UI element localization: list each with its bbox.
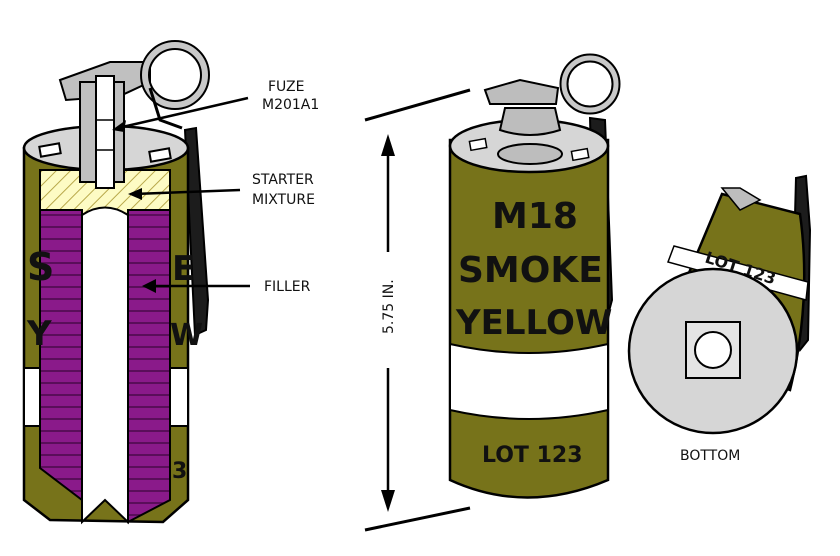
cutaway-number: 3 [172,459,187,484]
label-height: 5.75 IN. [381,279,397,334]
full-text-color: YELLOW [455,303,612,343]
cutaway-lever [183,126,210,337]
full-grenade: M18 SMOKE YELLOW LOT 123 [448,53,621,499]
cutaway-letter-w: W [170,318,203,353]
bottom-hole [694,331,732,369]
label-fuze-model: M201A1 [262,97,319,113]
arrow-starter [133,188,241,196]
full-text-lot: LOT 123 [482,443,583,468]
label-fuze: FUZE [268,79,305,95]
cutaway-letter-s: S [27,245,54,289]
label-bottom: BOTTOM [680,448,740,464]
cutaway-letter-y: Y [26,314,52,354]
label-mixture: MIXTURE [252,192,315,208]
full-fuze [483,53,621,165]
full-text-smoke: SMOKE [458,250,603,291]
cutaway-fuze [58,40,210,189]
arrow-fuze [117,96,249,130]
label-filler: FILLER [264,279,311,295]
bottom-view-grenade: LOT 123 BOTTOM [627,174,812,464]
full-white-band [449,342,609,420]
cutaway-center-channel [81,206,129,525]
cutaway-filler-right [127,209,171,524]
label-starter: STARTER [252,172,314,188]
cutaway-grenade: S Y E W 3 [22,40,210,525]
full-text-model: M18 [492,196,578,237]
cutaway-labels: FUZE M201A1 STARTER MIXTURE FILLER [112,79,319,295]
height-dimension: 5.75 IN. [364,88,471,532]
cutaway-letter-e: E [172,249,195,289]
